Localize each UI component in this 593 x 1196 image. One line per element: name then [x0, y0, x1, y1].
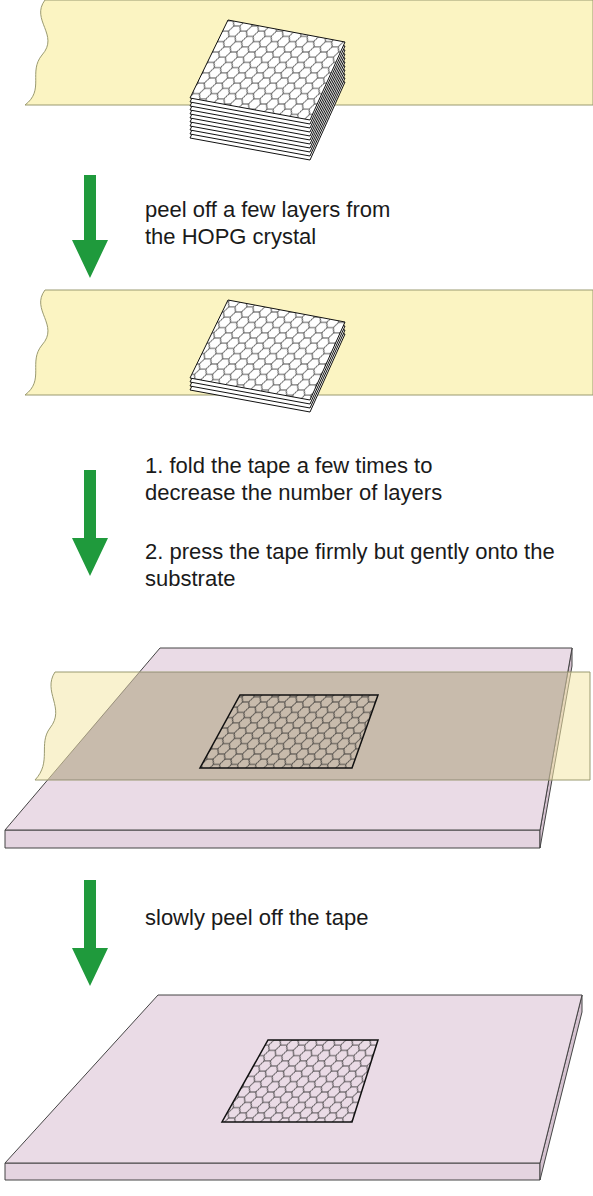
step-label: 2. press the tape firmly but gently onto…: [145, 538, 565, 592]
tape: [35, 672, 590, 780]
substrate-side: [5, 1163, 540, 1180]
arrow: [72, 470, 108, 576]
graphene-sheet: [222, 1040, 378, 1122]
tape-overlap: [48, 672, 568, 780]
graphite-layer: [190, 300, 345, 400]
substrate: [5, 995, 582, 1163]
graphene-sheet: [200, 695, 378, 768]
arrow: [72, 880, 108, 986]
step-label: slowly peel off the tape: [145, 904, 545, 931]
graphite-layer-ground: [190, 300, 345, 400]
substrate-side: [5, 830, 540, 848]
graphite-stack: [190, 20, 345, 160]
graphite-stack: [190, 300, 345, 412]
graphite-layer-ground: [190, 20, 345, 120]
step-label: 1. fold the tape a few times to decrease…: [145, 452, 475, 506]
arrow: [72, 175, 108, 278]
graphite-layer: [190, 20, 345, 120]
step-label: peel off a few layers from the HOPG crys…: [145, 196, 410, 250]
